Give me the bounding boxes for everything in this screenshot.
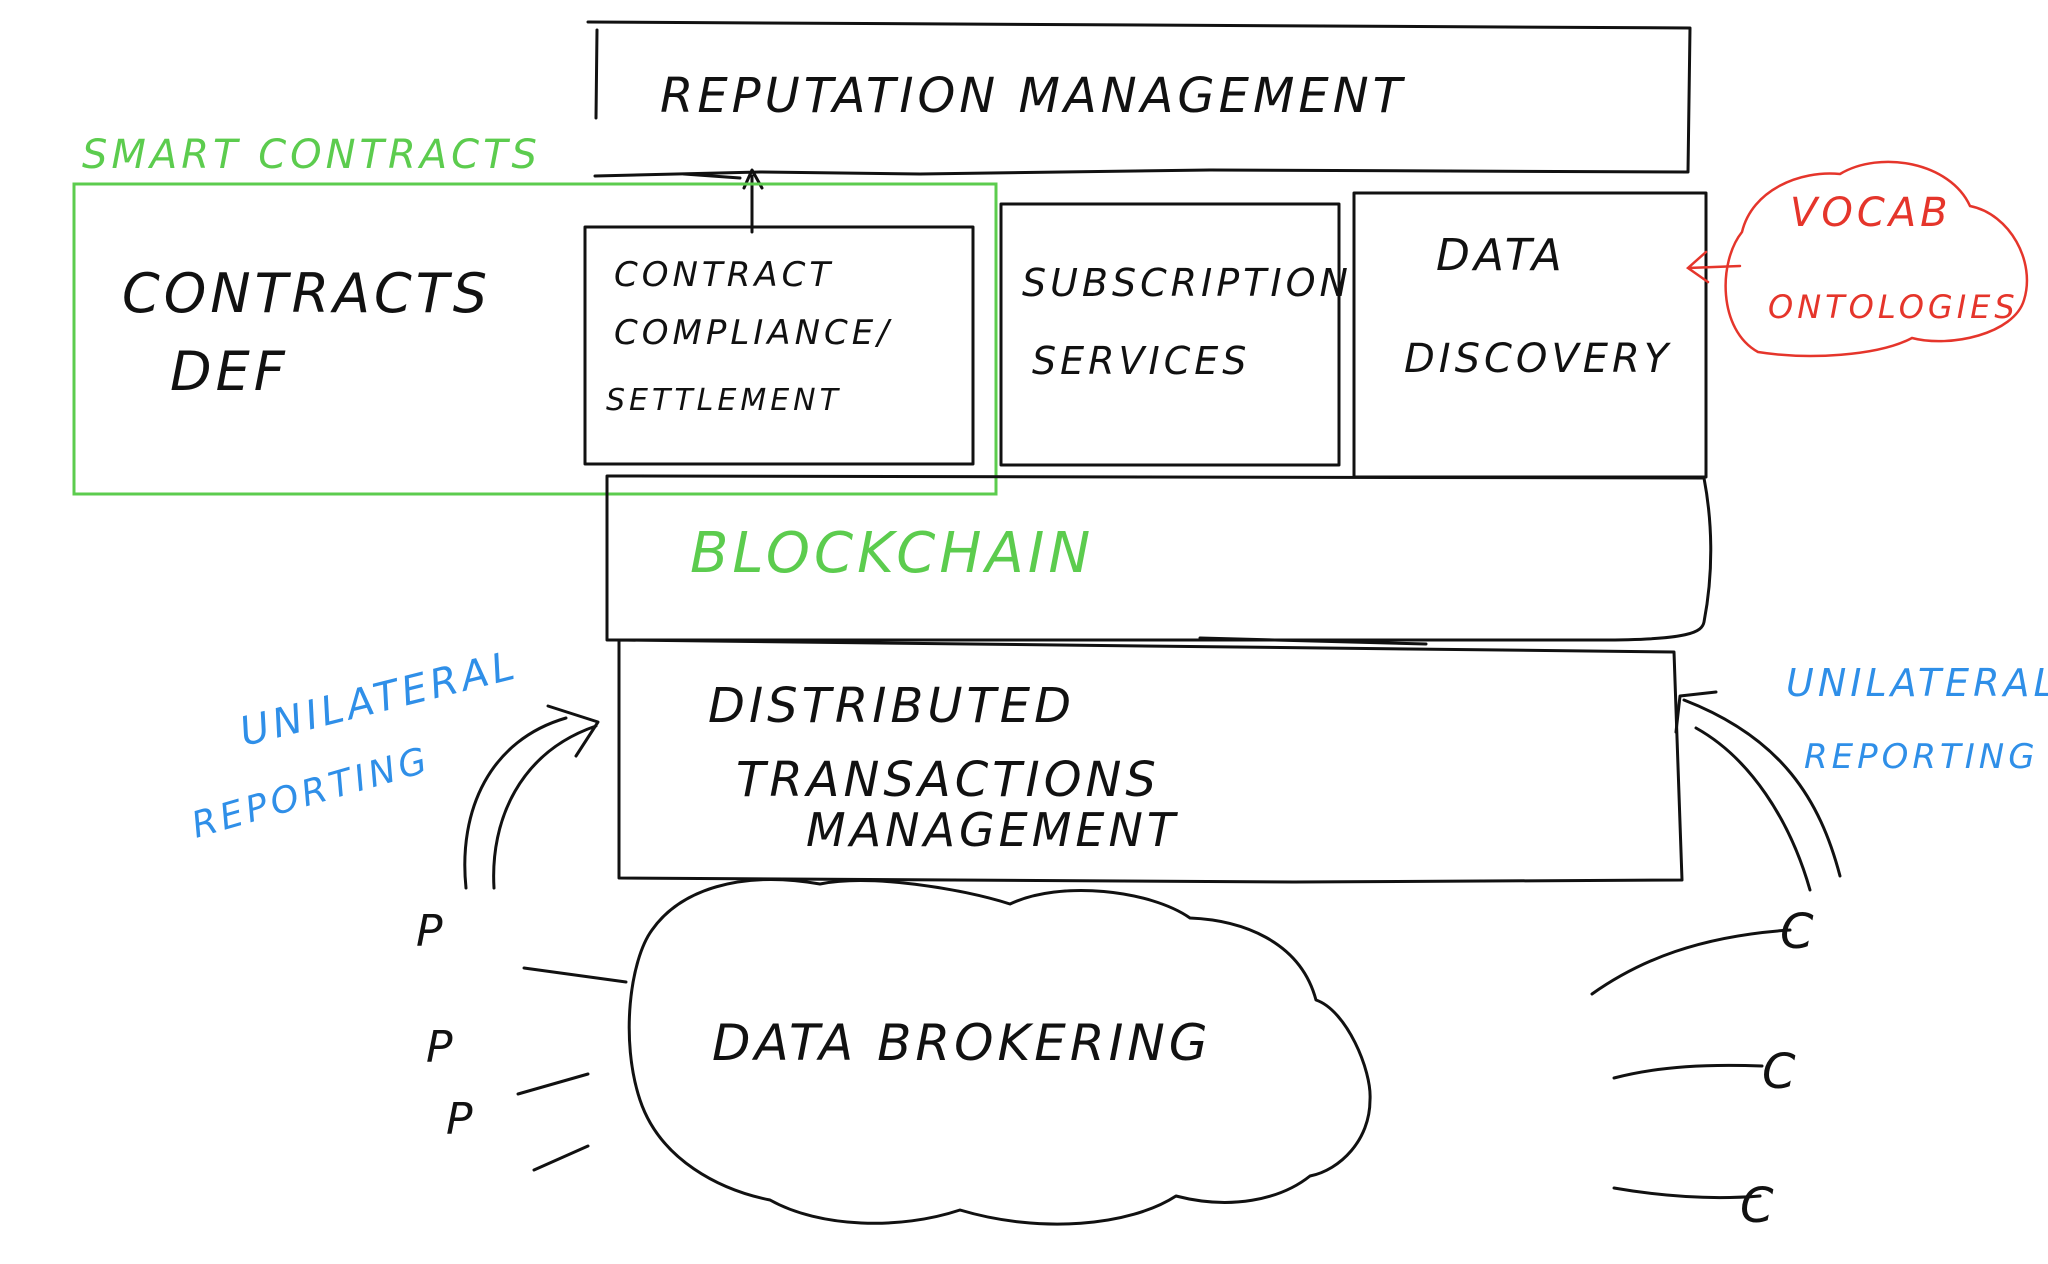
data-discovery-label-line1: DATA: [1436, 230, 1566, 281]
participant-c-label: C: [1762, 1044, 1800, 1100]
vocab-arrow-icon: [1685, 250, 1742, 284]
data-brokering-cloud: [627, 878, 1372, 1226]
blockchain-label: BLOCKCHAIN: [690, 521, 1094, 586]
right-reporting-arrow-icon: [1674, 690, 1842, 892]
left-participant-connectors: [516, 966, 628, 1172]
participant-c-label: C: [1740, 1178, 1778, 1234]
participant-p-label: P: [426, 1022, 457, 1073]
smart-contracts-box: [72, 182, 998, 496]
vocab-cloud: [1724, 160, 2029, 358]
left-reporting-arrow-icon: [463, 704, 600, 890]
left-reporting-label-line2: REPORTING: [187, 739, 435, 846]
right-reporting-label-line1: UNILATERAL: [1786, 661, 2048, 705]
contracts-def-label-line1: CONTRACTS: [122, 262, 491, 325]
subscription-services-box: [999, 202, 1341, 467]
subscription-services-label-line1: SUBSCRIPTION: [1022, 261, 1352, 305]
left-reporting-label-line1: UNILATERAL: [235, 642, 523, 756]
distributed-transactions-label-line1: DISTRIBUTED: [708, 678, 1075, 734]
contract-compliance-label-line1: CONTRACT: [614, 255, 834, 295]
participant-p-label: P: [446, 1094, 477, 1145]
contract-compliance-label-line3: SETTLEMENT: [606, 383, 842, 418]
participant-c-label: C: [1780, 904, 1818, 960]
distributed-transactions-label-line3: MANAGEMENT: [806, 803, 1179, 857]
contracts-def-label-line2: DEF: [170, 340, 289, 403]
blockchain-box: [605, 474, 1713, 642]
participant-p-label: P: [416, 906, 447, 957]
contract-compliance-label-line2: COMPLIANCE/: [614, 313, 893, 353]
vocab-label-line1: VOCAB: [1790, 190, 1952, 236]
vocab-label-line2: ONTOLOGIES: [1768, 288, 2019, 326]
data-brokering-label: DATA BROKERING: [712, 1014, 1212, 1072]
distributed-transactions-label-line2: TRANSACTIONS: [736, 752, 1160, 808]
reputation-management-box: [586, 20, 1692, 178]
smart-contracts-label: SMART CONTRACTS: [82, 132, 541, 178]
subscription-services-label-line2: SERVICES: [1032, 339, 1250, 383]
data-discovery-label-line2: DISCOVERY: [1404, 336, 1672, 382]
reputation-management-label: REPUTATION MANAGEMENT: [660, 68, 1406, 124]
contract-compliance-box: [583, 225, 975, 466]
right-reporting-label-line2: REPORTING: [1804, 737, 2039, 777]
up-arrow-icon: [682, 168, 764, 234]
distributed-transactions-box: [617, 636, 1684, 884]
right-participant-connectors: [1590, 928, 1792, 1200]
